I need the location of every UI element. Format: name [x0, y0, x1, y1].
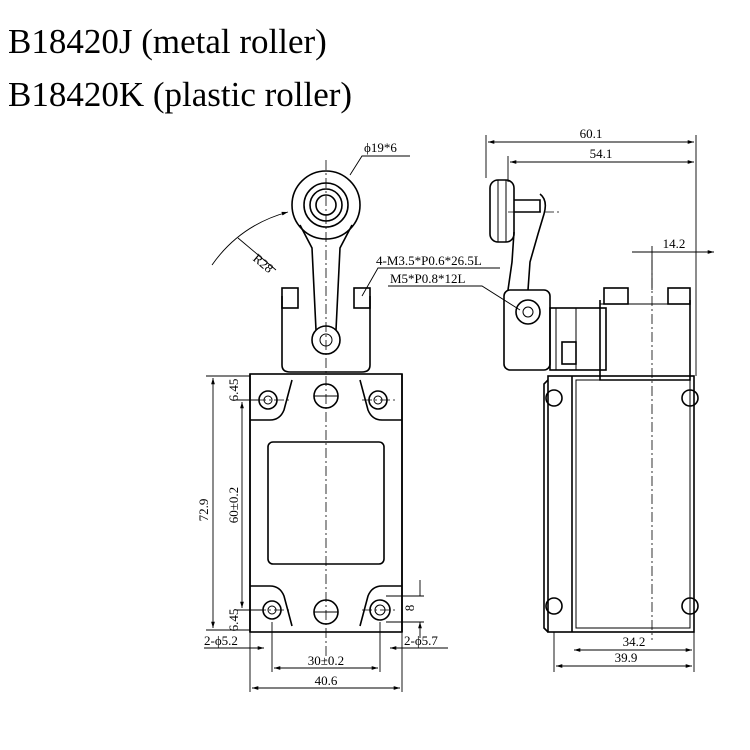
dim-side-body: 34.2	[623, 634, 646, 649]
dim-side-lever: 54.1	[590, 146, 613, 161]
dim-side-overall: 60.1	[580, 126, 603, 141]
dim-edge-top: 6.45	[226, 379, 241, 402]
dim-hole-right: 2-ϕ5.7	[404, 633, 438, 648]
side-dimensions: 60.1 54.1 14.2 34.2 39.9	[485, 126, 714, 672]
dim-edge-bottom: 6.45	[226, 609, 241, 632]
body-side	[543, 375, 699, 633]
lever-arm-front	[299, 224, 353, 331]
dim-side-depth: 39.9	[615, 650, 638, 665]
dim-side-head: 14.2	[663, 236, 686, 251]
front-dimensions: ϕ19*6 R28 4-M3.5*P0.6*26.5L M5*P0.8*12L …	[196, 140, 521, 692]
dim-radius: R28	[250, 250, 276, 275]
side-view	[489, 179, 699, 640]
front-view	[249, 160, 403, 660]
dim-screw2: M5*P0.8*12L	[390, 271, 466, 286]
dim-width-front: 40.6	[315, 673, 338, 688]
dim-hole-left: 2-ϕ5.2	[204, 633, 238, 648]
pivot-side	[503, 289, 607, 371]
dim-roller: ϕ19*6	[364, 140, 397, 155]
dim-height-total: 72.9	[196, 499, 211, 522]
roller-side	[489, 179, 541, 243]
dim-screw1: 4-M3.5*P0.6*26.5L	[376, 253, 482, 268]
title-metal-roller: B18420J (metal roller)	[8, 22, 327, 61]
dim-height-holes: 60±0.2	[226, 487, 241, 523]
lever-arm-side	[507, 193, 547, 291]
head-side	[599, 287, 691, 381]
title-plastic-roller: B18420K (plastic roller)	[8, 75, 353, 114]
dim-slot: 8	[402, 605, 417, 612]
dim-hole-spacing: 30±0.2	[308, 653, 344, 668]
